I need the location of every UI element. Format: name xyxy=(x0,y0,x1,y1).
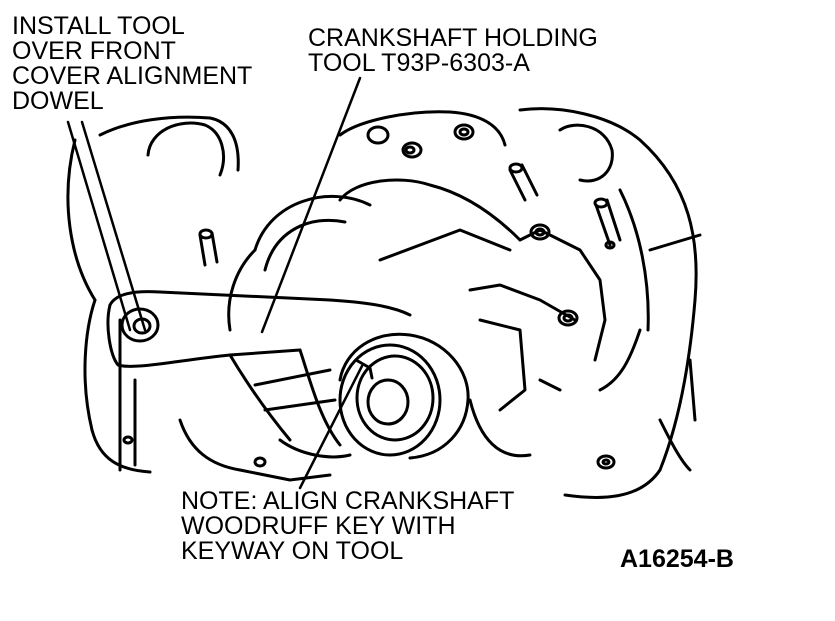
figure-id: A16254-B xyxy=(620,545,734,573)
holding-tool-line-2: TOOL T93P-6303-A xyxy=(308,49,530,77)
crankshaft-hub xyxy=(338,332,470,460)
note-line-3: KEYWAY ON TOOL xyxy=(181,537,404,565)
holding-tool-line-1: CRANKSHAFT HOLDING xyxy=(308,24,598,52)
install-tool-line-2: OVER FRONT xyxy=(12,37,176,65)
leader-lines xyxy=(66,76,364,490)
leader-holding-tool xyxy=(260,76,362,334)
top-plate xyxy=(338,110,616,250)
crankshaft-holding-tool xyxy=(106,290,412,459)
holding-tool-callout: CRANKSHAFT HOLDING TOOL T93P-6303-A xyxy=(308,26,598,76)
leader-note xyxy=(298,364,364,490)
install-tool-callout: INSTALL TOOL OVER FRONT COVER ALIGNMENT … xyxy=(12,14,252,114)
note-callout: NOTE: ALIGN CRANKSHAFT WOODRUFF KEY WITH… xyxy=(181,489,514,564)
right-block-outline xyxy=(518,107,702,499)
dowel-pins xyxy=(198,162,622,267)
install-tool-line-1: INSTALL TOOL xyxy=(12,12,185,40)
note-line-1: NOTE: ALIGN CRANKSHAFT xyxy=(181,487,515,515)
left-block-outline xyxy=(66,115,240,474)
lower-block-details xyxy=(122,358,697,482)
timing-sprocket xyxy=(227,194,372,332)
leader-install-tool xyxy=(66,120,132,332)
install-tool-line-4: DOWEL xyxy=(12,87,104,115)
note-line-2: WOODRUFF KEY WITH xyxy=(181,512,456,540)
install-tool-line-3: COVER ALIGNMENT xyxy=(12,62,253,90)
front-housing xyxy=(338,178,607,458)
